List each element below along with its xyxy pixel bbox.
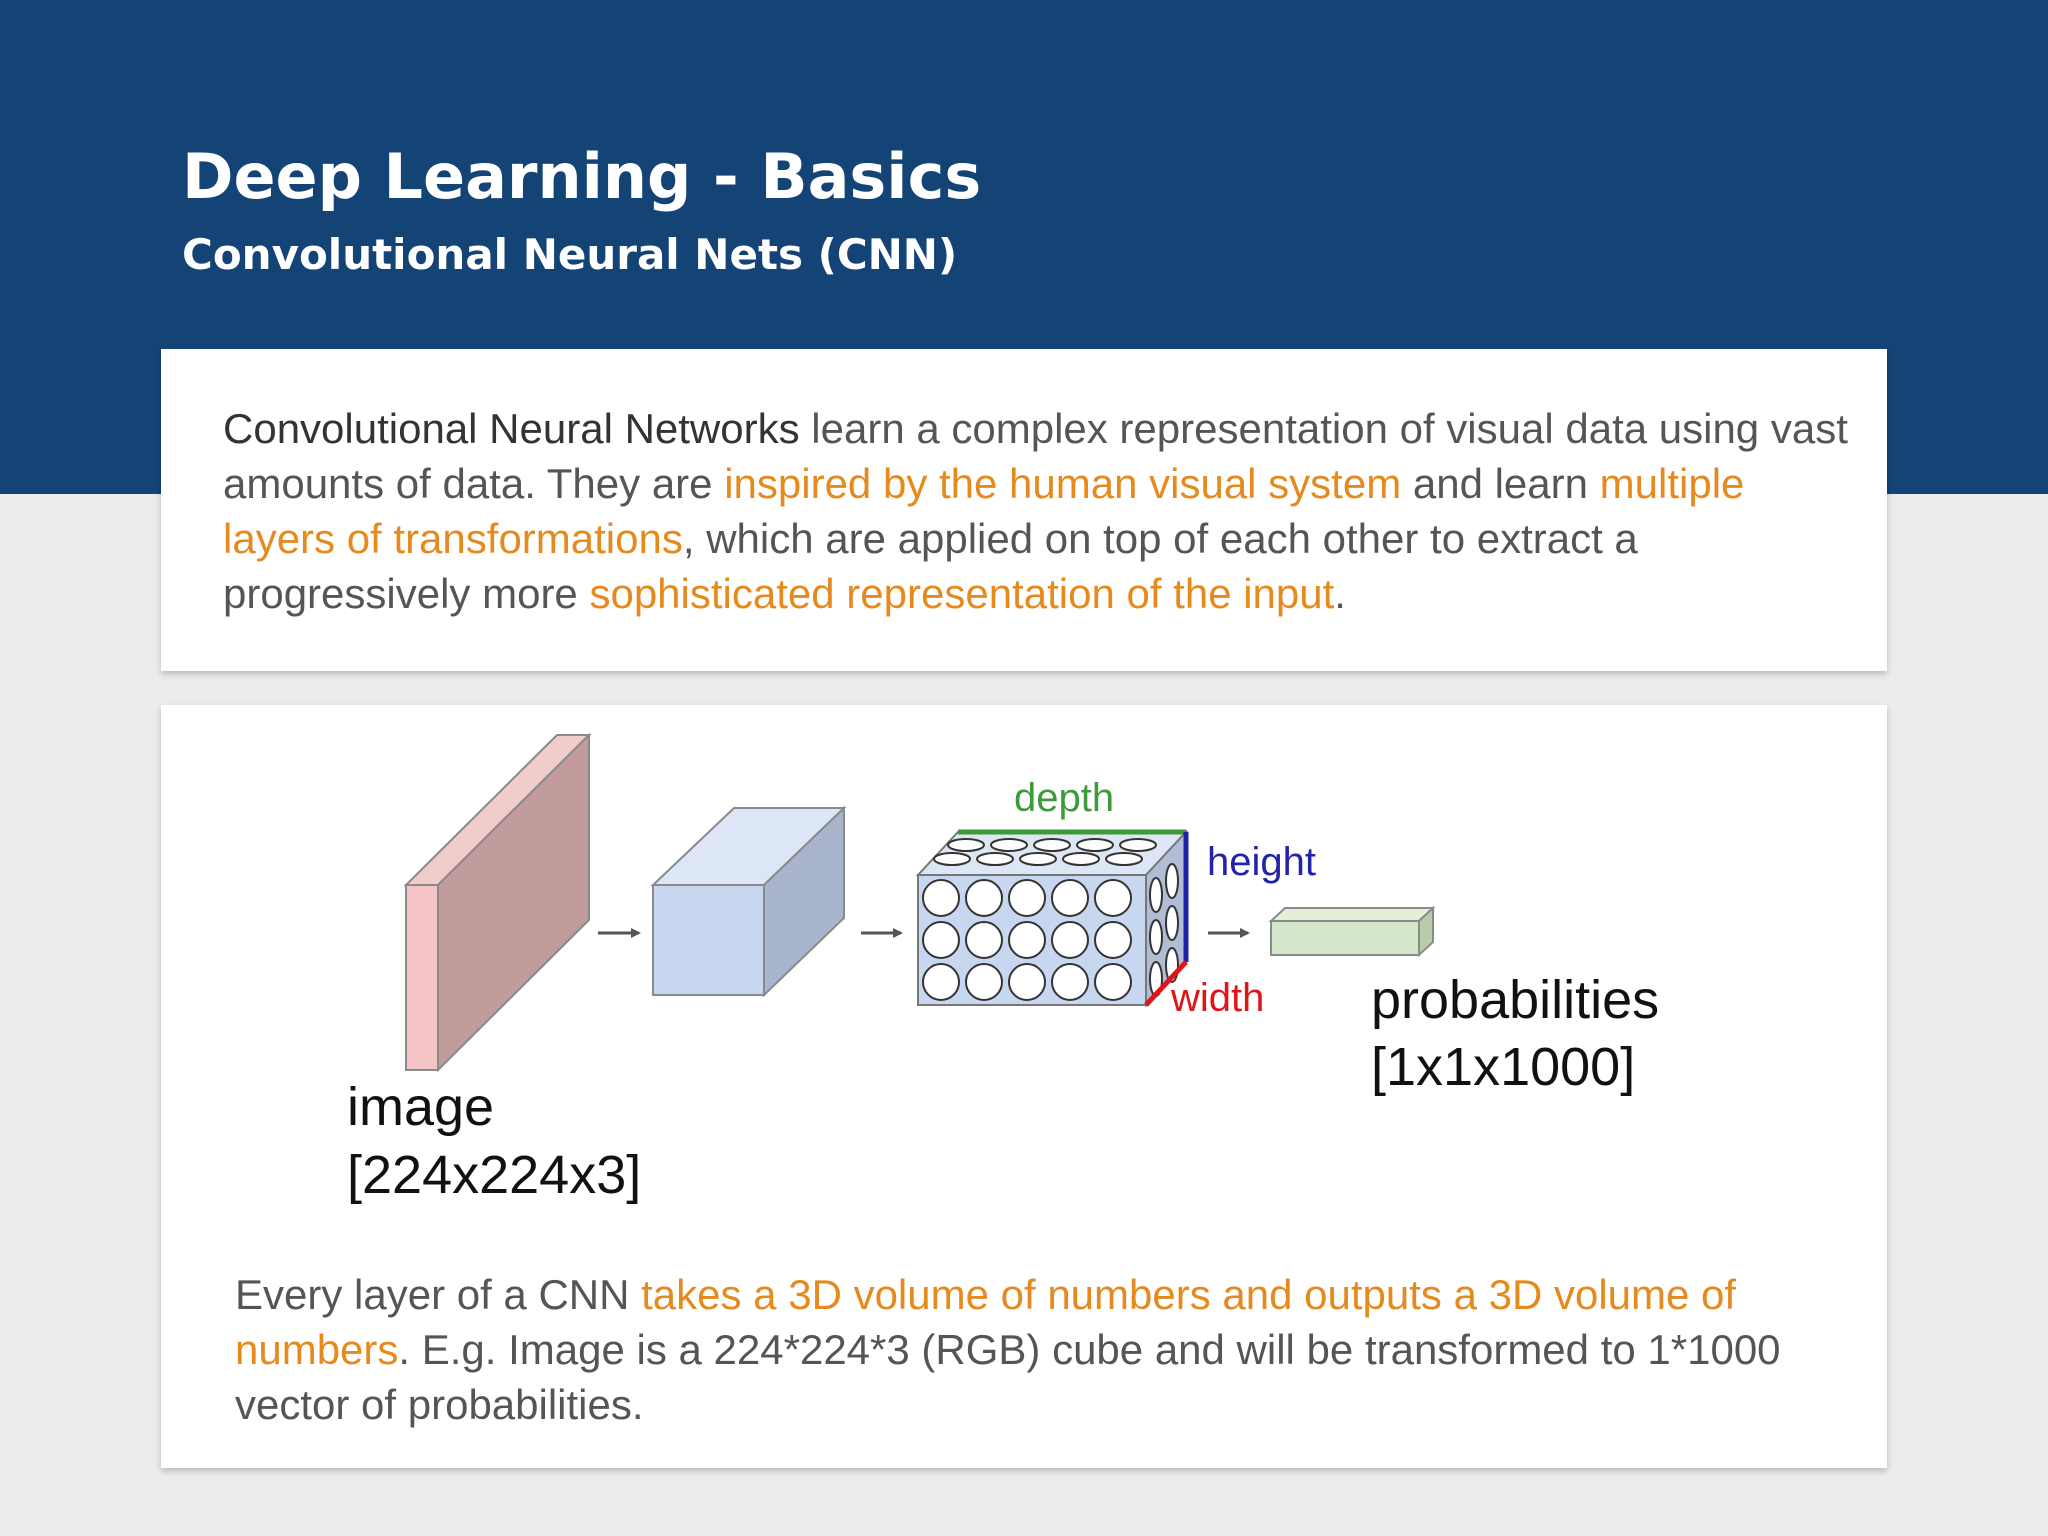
output-vector — [1268, 905, 1436, 958]
depth-label: depth — [1014, 776, 1114, 820]
neuron-grid — [922, 838, 1179, 1001]
neuron — [976, 852, 1014, 866]
intro-highlight-1: inspired by the human visual system — [724, 460, 1402, 507]
image-slab — [403, 732, 592, 1073]
neuron — [1051, 879, 1089, 917]
neuron — [1094, 921, 1132, 959]
neuron — [933, 852, 971, 866]
image-dims: [224x224x3] — [347, 1145, 641, 1205]
intro-text-1: learn a complex representation of visual… — [223, 405, 1848, 507]
neuron — [965, 879, 1003, 917]
image-label: image — [347, 1077, 494, 1137]
neuron — [1076, 838, 1114, 852]
slide-title: Deep Learning - Basics — [182, 140, 982, 213]
width-edge — [1144, 960, 1188, 1007]
neuron — [1165, 905, 1179, 941]
neuron — [1149, 919, 1163, 955]
neuron — [1062, 852, 1100, 866]
neuron — [1008, 963, 1046, 1001]
intro-highlight-3: sophisticated representation of the inpu… — [589, 570, 1335, 617]
intro-lead-term: Convolutional Neural Networks — [223, 405, 800, 452]
neuron — [1051, 963, 1089, 1001]
neuron-volume — [915, 829, 1189, 1008]
neuron — [1033, 838, 1071, 852]
slide-subtitle: Convolutional Neural Nets (CNN) — [182, 230, 958, 279]
caption-highlight: takes a 3D volume of numbers and outputs… — [235, 1271, 1737, 1373]
neuron — [1149, 877, 1163, 913]
neuron — [922, 879, 960, 917]
intro-paragraph: Convolutional Neural Networks learn a co… — [223, 401, 1863, 621]
cnn-diagram: depth height width image [224x224x3] pro… — [347, 732, 1659, 1205]
figure-card: depth height width image [224x224x3] pro… — [161, 705, 1887, 1468]
neuron — [965, 963, 1003, 1001]
probabilities-dims: [1x1x1000] — [1371, 1037, 1635, 1097]
neuron — [1008, 879, 1046, 917]
feature-volume — [650, 805, 847, 998]
probabilities-label: probabilities — [1371, 970, 1659, 1030]
neuron — [1165, 863, 1179, 899]
neuron — [965, 921, 1003, 959]
neuron — [922, 963, 960, 1001]
caption-text-2: . E.g. Image is a 224*224*3 (RGB) cube a… — [235, 1326, 1781, 1428]
intro-card: Convolutional Neural Networks learn a co… — [161, 349, 1887, 671]
neuron — [1094, 879, 1132, 917]
neuron — [1019, 852, 1057, 866]
caption-text-1: Every layer of a CNN — [235, 1271, 642, 1318]
neuron — [1094, 963, 1132, 1001]
neuron — [1105, 852, 1143, 866]
height-label: height — [1207, 840, 1316, 884]
intro-text-4: . — [1334, 570, 1346, 617]
neuron — [1008, 921, 1046, 959]
neuron — [1119, 838, 1157, 852]
caption-paragraph: Every layer of a CNN takes a 3D volume o… — [235, 1267, 1855, 1432]
intro-text-2: and learn — [1401, 460, 1600, 507]
intro-text-3: , which are applied on top of each other… — [223, 515, 1638, 617]
width-label: width — [1170, 976, 1264, 1020]
intro-highlight-2: multiple layers of transformations — [223, 460, 1745, 562]
neuron — [922, 921, 960, 959]
neuron — [947, 838, 985, 852]
neuron — [1051, 921, 1089, 959]
neuron — [990, 838, 1028, 852]
